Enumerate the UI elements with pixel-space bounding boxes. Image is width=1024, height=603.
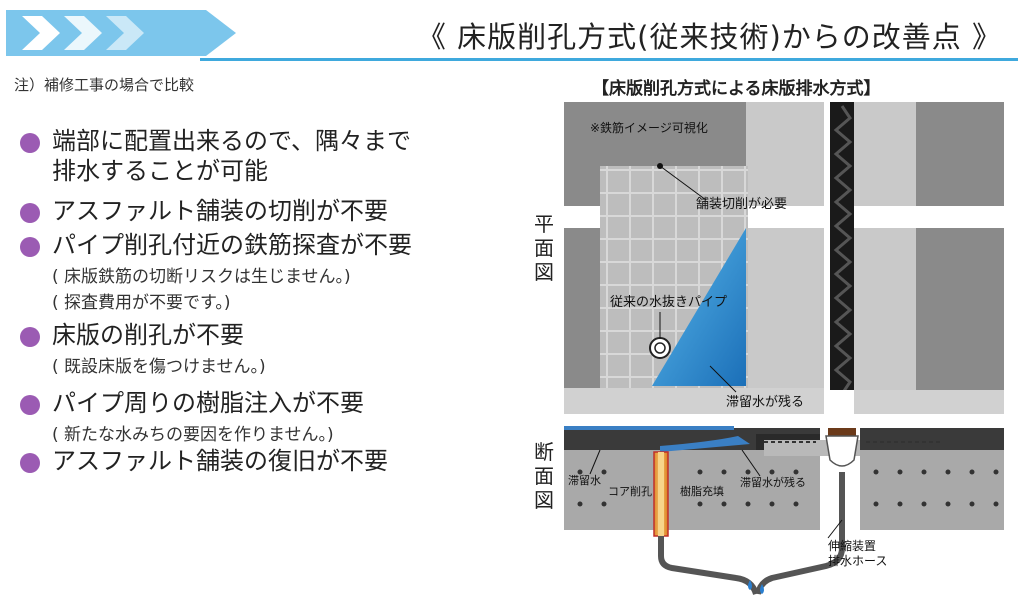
section-view-label: 断面図 [534, 440, 554, 512]
cutting-required-label: 舗装切削が必要 [696, 197, 787, 212]
plan-view: ※鉄筋イメージ可視化 舗装切削が必要 従来の水抜きパイプ 滞留水が残る [564, 102, 1004, 414]
chevron-icon [22, 10, 236, 56]
section-view: 滞留水 コア削孔 樹脂充填 滞留水が残る 伸縮装置 排水ホース [564, 426, 1004, 595]
point-subtext: ( 新たな水みちの要因を作りません。) [52, 425, 334, 445]
point-subtext: ( 床版鉄筋の切断リスクは生じません。) [52, 267, 351, 287]
conventional-pipe-label: 従来の水抜きパイプ [610, 294, 727, 310]
point-text: アスファルト舗装の復旧が不要 [52, 447, 388, 475]
header: 《 床版削孔方式(従来技術)からの改善点 》 [0, 0, 1024, 64]
concrete-slab [564, 450, 820, 530]
curb-strip [854, 102, 916, 414]
diagram-title: 【床版削孔方式による床版排水方式】 [592, 79, 881, 99]
resin-fill-label: 樹脂充填 [680, 484, 724, 498]
bullet-icon [20, 327, 40, 347]
drain-pipe-icon [649, 337, 671, 359]
curb-strip [746, 102, 824, 388]
stagnant-water-layer [564, 426, 734, 430]
residual-water-label: 滞留水が残る [726, 395, 804, 410]
bullet-icon [20, 395, 40, 415]
bullet-icon [20, 237, 40, 257]
hose-label-line1: 伸縮装置 [828, 538, 876, 553]
plan-view-label: 平面図 [534, 212, 554, 284]
stagnant-water-label: 滞留水 [568, 474, 601, 487]
residual-water-wedge [652, 228, 746, 386]
drainage-diagram: ※鉄筋イメージ可視化 舗装切削が必要 従来の水抜きパイプ 滞留水が残る [564, 102, 1004, 595]
edge-strip [564, 388, 824, 414]
water-drop-icon [748, 580, 764, 594]
title-underline [200, 58, 1018, 61]
bullet-icon [20, 453, 40, 473]
chevron-banner [6, 10, 236, 56]
point-text: 排水することが可能 [52, 157, 268, 185]
point-text: パイプ周りの樹脂注入が不要 [52, 389, 364, 417]
rebar-visual-note: ※鉄筋イメージ可視化 [590, 120, 708, 135]
point-subtext: ( 探査費用が不要です。) [52, 293, 231, 313]
point-text: 端部に配置出来るので、隅々まで [52, 127, 412, 155]
hose-label-line2: 排水ホース [828, 554, 887, 568]
point-text: アスファルト舗装の切削が不要 [52, 197, 388, 225]
section-residual-label: 滞留水が残る [740, 475, 806, 489]
point-subtext: ( 既設床版を傷つけません。) [52, 357, 266, 377]
joint-gap [746, 206, 824, 228]
comparison-note: 注）補修工事の場合で比較 [14, 76, 195, 94]
core-drilling-label: コア削孔 [608, 484, 652, 498]
rebar-dots [577, 469, 999, 507]
page-title: 《 床版削孔方式(従来技術)からの改善点 》 [416, 20, 1002, 54]
point-text: 床版の削孔が不要 [52, 321, 244, 349]
drain-funnel-icon [825, 435, 859, 467]
bullet-icon [20, 133, 40, 153]
point-text: パイプ削孔付近の鉄筋探査が不要 [52, 231, 412, 259]
bullet-icon [20, 203, 40, 223]
